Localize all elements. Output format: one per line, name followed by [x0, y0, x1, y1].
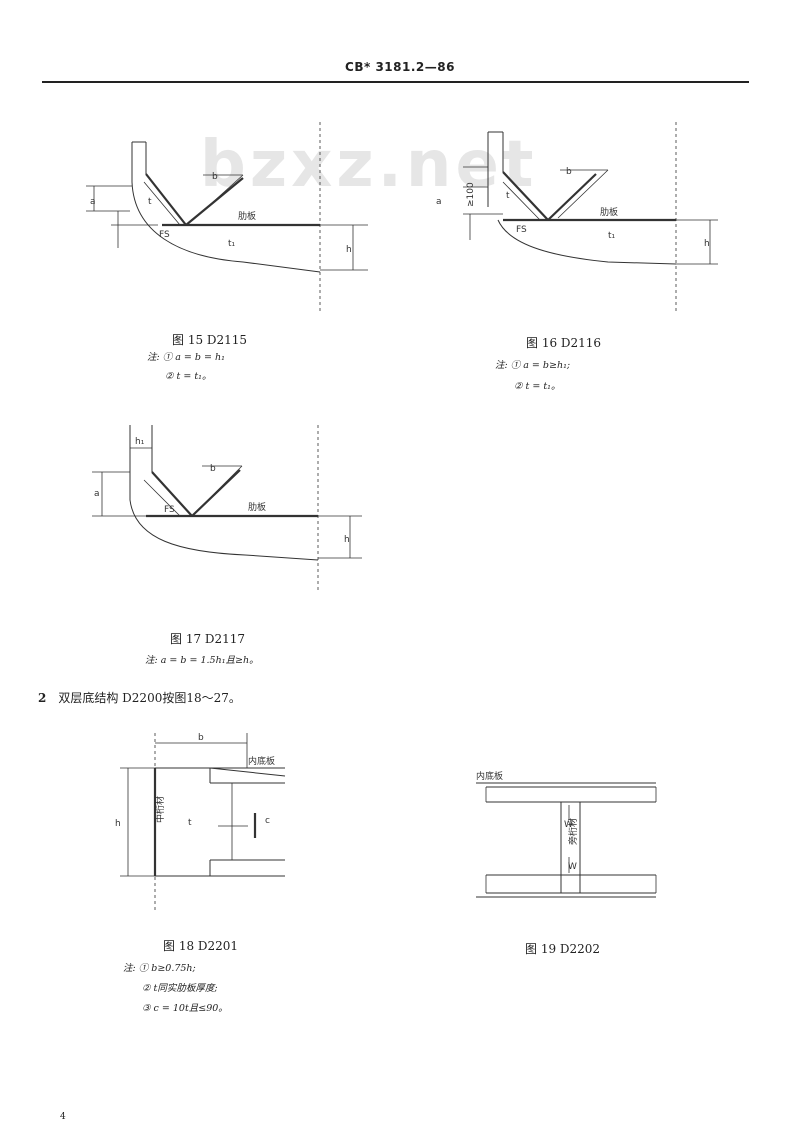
fig18-label-t: t	[188, 818, 192, 828]
section-heading: 2 双层底结构 D2200按图18～27。	[38, 689, 241, 706]
fig16-label-dim100: ≥100	[466, 182, 476, 207]
fig16-label-h: h	[704, 239, 710, 249]
figure-18-note-1: 注: ① b≥0.75h;	[123, 963, 196, 974]
fig15-label-fs: FS	[159, 230, 170, 240]
figure-17-caption: 图 17 D2117	[170, 632, 246, 646]
fig15-label-h: h	[346, 245, 352, 255]
fig18-label-h: h	[115, 819, 121, 829]
fig18-label-girder: 中桁材	[154, 796, 166, 823]
figure-16-drawing: ≥100 a b h FS 肋板 t₁ t	[436, 122, 718, 312]
standard-code-header: CB* 3181.2—86	[345, 60, 455, 74]
figure-19-drawing: 内底板 旁桁材 W W	[476, 770, 657, 898]
figure-17-drawing: h₁ a b h FS 肋板	[92, 425, 362, 590]
fig16-label-b: b	[566, 167, 572, 177]
fig19-label-inner: 内底板	[476, 770, 503, 782]
watermark: bzxz.net	[200, 128, 538, 202]
fig17-label-b: b	[210, 464, 216, 474]
fig17-label-h: h	[344, 535, 350, 545]
fig18-label-c: c	[265, 816, 270, 826]
section-number: 2	[38, 691, 47, 705]
fig15-label-t: t	[148, 197, 152, 207]
fig18-label-b: b	[198, 733, 204, 743]
fig16-label-fs: FS	[516, 225, 527, 235]
figure-15-caption: 图 15 D2115	[172, 333, 248, 347]
page-number: 4	[60, 1112, 66, 1122]
figure-18-note-2: ② t同实肋板厚度;	[142, 983, 218, 994]
figure-16-note-1: 注: ① a = b≥h₁;	[495, 360, 571, 371]
fig15-label-a: a	[90, 197, 96, 207]
fig19-label-w1: W	[564, 820, 573, 830]
figure-15-note-1: 注: ① a = b = h₁	[147, 352, 225, 363]
figure-19-caption: 图 19 D2202	[525, 942, 601, 956]
figure-15-note-2: ② t = t₁。	[165, 371, 212, 382]
figure-15-drawing: a b h FS 肋板 t₁ t	[86, 122, 368, 312]
fig16-label-rib: 肋板	[600, 206, 618, 218]
fig15-label-b: b	[212, 172, 218, 182]
figure-18-drawing: b h t c 内底板 中桁材	[115, 733, 286, 913]
fig16-label-t1: t₁	[608, 231, 616, 241]
fig19-label-w2: W	[568, 862, 577, 872]
fig15-label-t1: t₁	[228, 239, 236, 249]
section-text: 双层底结构 D2200按图18～27。	[58, 691, 241, 705]
figure-18-caption: 图 18 D2201	[163, 939, 239, 953]
fig17-label-rib: 肋板	[248, 501, 266, 513]
figure-18-note-3: ③ c = 10t且≤90。	[142, 1003, 228, 1014]
fig15-label-rib: 肋板	[238, 210, 256, 222]
fig19-label-side: 旁桁材	[567, 818, 579, 845]
fig17-label-h1: h₁	[135, 437, 145, 447]
fig17-label-fs: FS	[164, 505, 175, 515]
fig16-label-a: a	[436, 197, 442, 207]
fig16-label-t: t	[506, 191, 510, 201]
figure-17-note-1: 注: a = b = 1.5h₁且≥h。	[145, 655, 259, 666]
figure-16-caption: 图 16 D2116	[526, 336, 602, 350]
figure-16-note-2: ② t = t₁。	[514, 381, 561, 392]
fig18-label-inner: 内底板	[248, 755, 275, 767]
fig17-label-a: a	[94, 489, 100, 499]
header-rule	[42, 81, 749, 83]
